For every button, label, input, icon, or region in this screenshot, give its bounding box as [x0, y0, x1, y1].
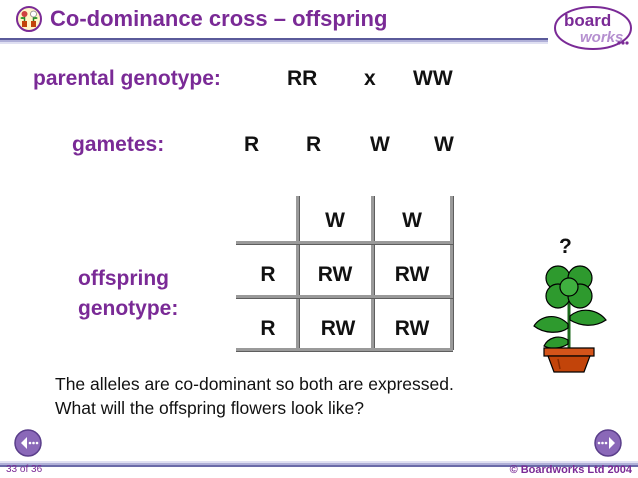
boardworks-logo: board works — [554, 6, 632, 50]
title-divider — [0, 38, 548, 44]
grid-line — [236, 295, 453, 298]
footer-divider — [0, 461, 638, 467]
explanation-text: The alleles are co-dominant so both are … — [55, 372, 454, 420]
gametes-label: gametes: — [72, 133, 165, 156]
parent1-genotype: RR — [287, 67, 318, 90]
offspring-cell: RW — [317, 263, 353, 286]
gamete: R — [244, 133, 260, 156]
offspring-cell: RW — [394, 317, 430, 340]
gamete: W — [434, 133, 454, 156]
grid-line — [450, 196, 453, 350]
column-header: W — [402, 209, 422, 232]
grid-line — [236, 348, 453, 351]
forward-arrow-icon[interactable] — [593, 428, 623, 458]
gamete: R — [306, 133, 322, 156]
logo-text-top: board — [564, 11, 611, 30]
offspring-cell: RW — [320, 317, 356, 340]
logo-text-bottom: works — [580, 29, 623, 46]
grid-line — [296, 196, 299, 350]
page-title: Co-dominance cross – offspring — [50, 6, 388, 31]
question-line: What will the offspring flowers look lik… — [55, 398, 364, 418]
row-header: R — [260, 263, 276, 286]
grid-line — [236, 241, 453, 244]
plants-icon — [16, 6, 42, 32]
offspring-genotype-label: offspring genotype: — [78, 267, 179, 320]
page-number: 33 of 36 — [6, 464, 43, 475]
parent2-genotype: WW — [413, 67, 453, 90]
row-header: R — [260, 317, 276, 340]
question-mark: ? — [559, 235, 572, 258]
gamete: W — [370, 133, 390, 156]
offspring-cell: RW — [394, 263, 430, 286]
back-arrow-icon[interactable] — [13, 428, 43, 458]
grid-line — [371, 196, 374, 350]
flower-pot-icon[interactable] — [528, 256, 610, 374]
explanation-line: The alleles are co-dominant so both are … — [55, 374, 454, 394]
cross-symbol: x — [364, 67, 376, 90]
copyright-notice: © Boardworks Ltd 2004 — [509, 464, 632, 476]
parental-genotype-label: parental genotype: — [33, 67, 221, 90]
column-header: W — [325, 209, 345, 232]
